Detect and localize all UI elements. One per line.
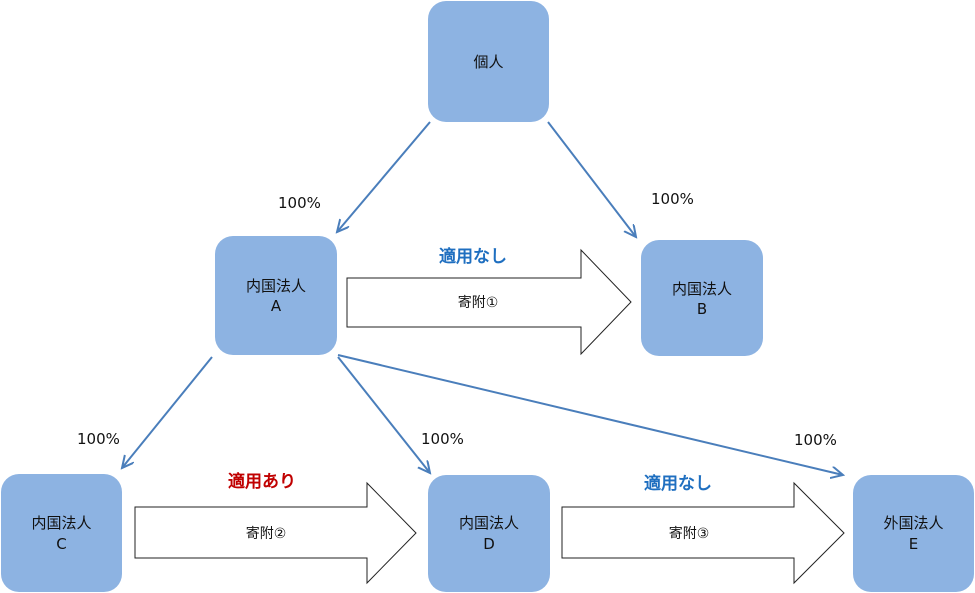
donation-label-2: 寄附② xyxy=(246,525,287,542)
status-label-donation-2: 適用あり xyxy=(228,471,296,492)
entity-d-type: 内国法人 xyxy=(459,514,519,532)
entity-e: 外国法人 E xyxy=(853,475,974,592)
entity-d: 内国法人 D xyxy=(428,475,550,592)
ownership-pct-a-to-d: 100% xyxy=(421,430,464,448)
ownership-pct-individual-to-a: 100% xyxy=(278,194,321,212)
ownership-line-a-to-d xyxy=(337,356,430,473)
donation-arrow-c-to-d xyxy=(134,481,417,585)
donation-arrow-d-to-e xyxy=(561,481,845,585)
ownership-pct-individual-to-b: 100% xyxy=(651,190,694,208)
entity-c-letter: C xyxy=(56,535,66,553)
ownership-pct-a-to-e: 100% xyxy=(794,431,837,449)
entity-individual: 個人 xyxy=(428,1,549,122)
status-label-donation-1: 適用なし xyxy=(439,246,507,267)
ownership-line-individual-to-a xyxy=(337,121,431,232)
entity-b: 内国法人 B xyxy=(641,240,763,356)
entity-c: 内国法人 C xyxy=(1,474,122,592)
ownership-pct-a-to-c: 100% xyxy=(77,430,120,448)
entity-b-letter: B xyxy=(697,300,707,318)
donation-label-1: 寄附① xyxy=(458,294,499,311)
entity-a-letter: A xyxy=(271,297,282,315)
ownership-line-a-to-e xyxy=(337,354,843,475)
donation-label-3: 寄附③ xyxy=(669,525,710,542)
entity-d-letter: D xyxy=(483,535,495,553)
entity-e-letter: E xyxy=(909,535,918,553)
entity-b-type: 内国法人 xyxy=(672,280,732,298)
ownership-line-individual-to-b xyxy=(547,121,636,237)
entity-a: 内国法人 A xyxy=(215,236,337,355)
ownership-line-a-to-c xyxy=(122,356,213,468)
entity-a-type: 内国法人 xyxy=(246,277,306,295)
donation-arrow-a-to-b xyxy=(346,248,632,356)
entity-individual-label: 個人 xyxy=(473,53,503,71)
status-label-donation-3: 適用なし xyxy=(644,473,712,494)
entity-e-type: 外国法人 xyxy=(883,514,943,532)
entity-c-type: 内国法人 xyxy=(31,514,91,532)
